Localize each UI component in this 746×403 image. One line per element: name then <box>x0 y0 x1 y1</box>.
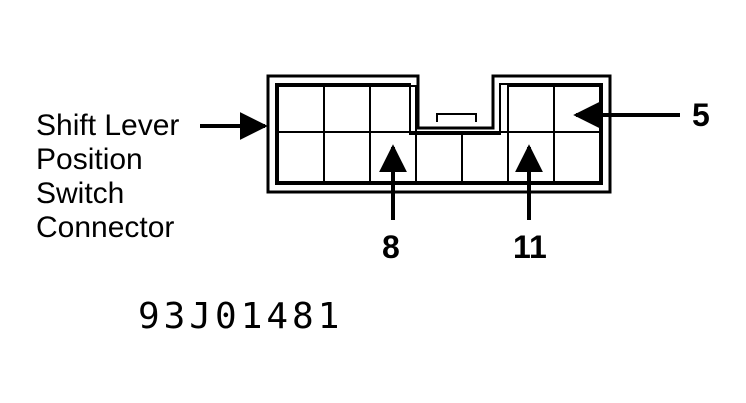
label-line-2: Position <box>36 143 143 176</box>
figure-code: 93J01481 <box>138 296 343 337</box>
pin-cavity <box>553 131 601 183</box>
pin-cavity <box>461 131 509 183</box>
pin-5-label: 5 <box>692 97 710 133</box>
pin-cavity <box>323 131 371 183</box>
pin-cavity <box>323 85 371 133</box>
pin-cavity <box>277 85 325 133</box>
pin-11-label: 11 <box>513 229 547 265</box>
pin-cavity <box>507 85 555 133</box>
label-line-4: Connector <box>36 211 174 244</box>
connector-label: Shift Lever Position Switch Connector <box>36 109 179 244</box>
connector-housing <box>266 74 612 194</box>
pin-cavity <box>277 131 325 183</box>
pin-cavity-5 <box>553 85 601 133</box>
pin-cavity <box>415 131 463 183</box>
pin-cavity-grid <box>277 85 601 183</box>
pin-8-label: 8 <box>382 229 400 265</box>
label-line-3: Switch <box>36 177 124 210</box>
label-line-1: Shift Lever <box>36 109 179 142</box>
